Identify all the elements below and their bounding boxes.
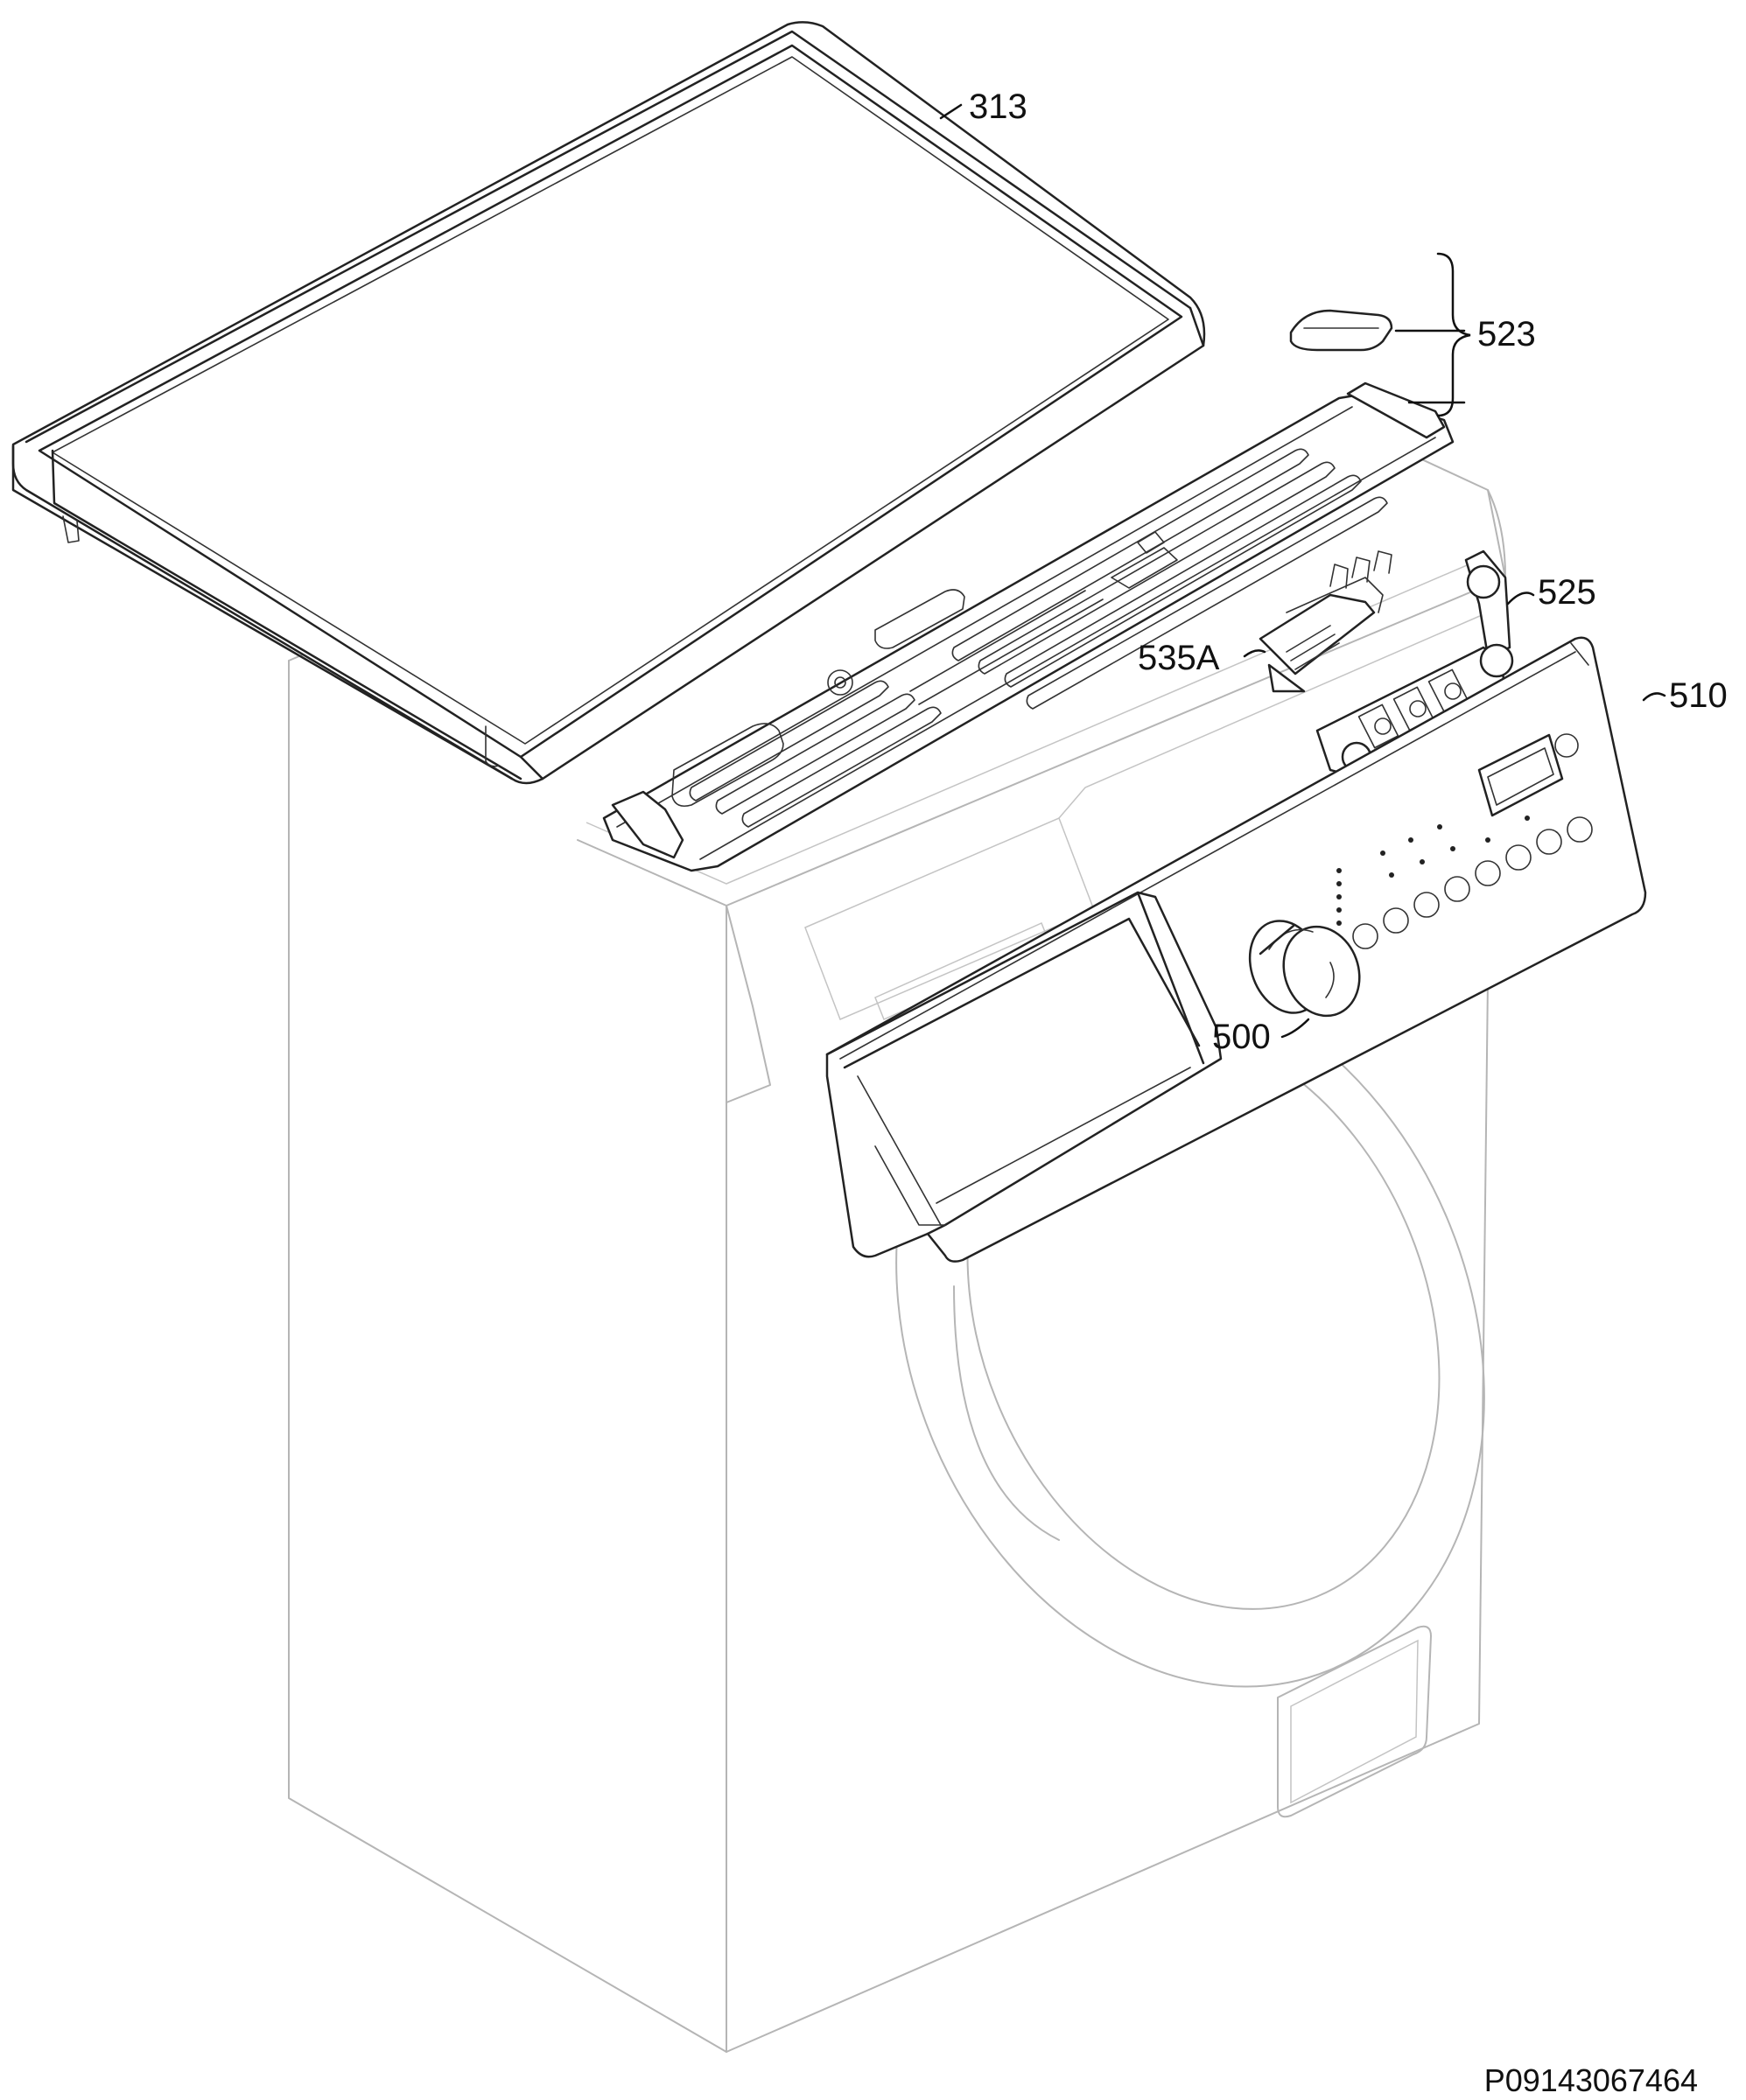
spring-pad-523: [1289, 309, 1393, 352]
label-313: 313: [969, 88, 1027, 126]
label-535A: 535A: [1138, 639, 1220, 677]
lid-313: [11, 21, 1206, 785]
light-guide-535A: [1259, 550, 1392, 693]
label-523: 523: [1477, 315, 1536, 354]
panel-buttons: [1352, 733, 1593, 949]
label-510: 510: [1669, 676, 1728, 715]
plate-ribs: [689, 448, 1388, 828]
drawing-id: P09143067464: [1484, 2062, 1698, 2098]
label-525: 525: [1538, 573, 1596, 612]
knob-500: [1248, 920, 1361, 1018]
control-panel-510: [825, 636, 1647, 1263]
indicator-dots: [1336, 816, 1530, 926]
leader-lines: [939, 103, 1666, 1039]
button-board-525: [1315, 550, 1514, 776]
top-frame-plate: [602, 382, 1455, 872]
label-500: 500: [1212, 1018, 1271, 1056]
